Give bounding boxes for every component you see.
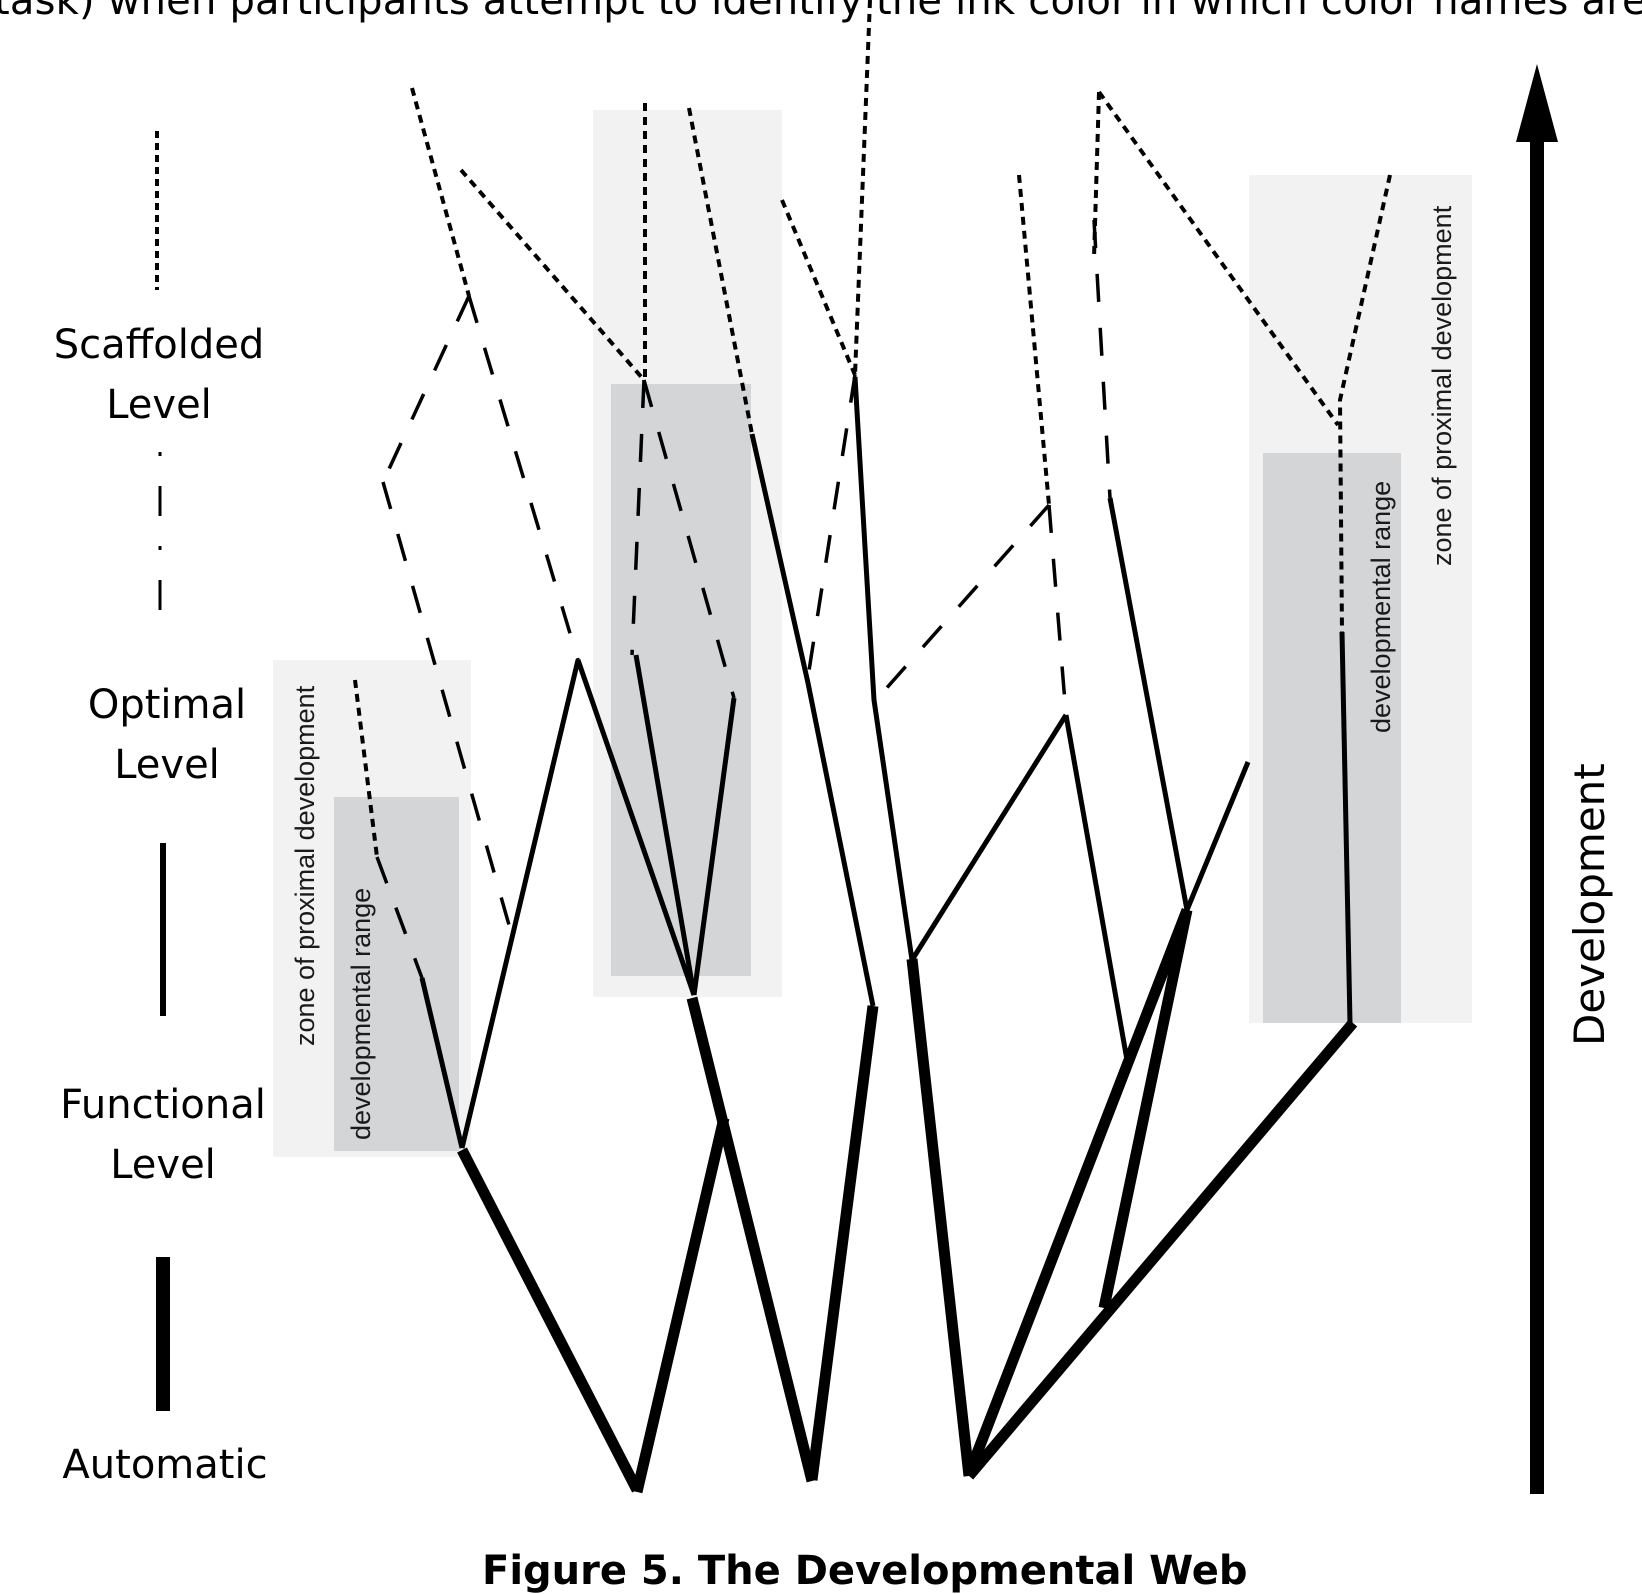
strand-functional [633, 654, 697, 996]
strand-automatic [631, 1116, 730, 1494]
automatic-level-label: Automatic [62, 1442, 267, 1488]
strand-optimal [630, 379, 646, 656]
optimal-level-label-1: Optimal [88, 682, 246, 728]
strand-scaffolded [1092, 91, 1101, 259]
scaffolded-strands [353, 0, 1392, 858]
strand-scaffolded [459, 168, 646, 382]
strand-functional [1184, 761, 1251, 911]
strand-automatic [457, 1147, 642, 1493]
strand-functional [691, 697, 737, 996]
strand-optimal [874, 503, 1051, 702]
strand-optimal [375, 856, 424, 979]
strand-scaffolded [1338, 174, 1392, 633]
optimal-strands [375, 219, 1112, 979]
strand-optimal [381, 481, 513, 933]
center-developmental-range [611, 384, 751, 976]
arrow-up-icon [1516, 64, 1558, 142]
strand-functional [852, 376, 915, 961]
strand-automatic [964, 1019, 1358, 1480]
strand-scaffolded [410, 87, 471, 297]
shaded-regions [273, 110, 1472, 1157]
development-axis: Development [1516, 64, 1614, 1494]
strand-scaffolded [780, 199, 857, 376]
strand-automatic [963, 908, 1193, 1476]
strand-functional [459, 659, 581, 1149]
left-zpd-label: zone of proximal development [290, 685, 320, 1046]
strand-functional [575, 659, 697, 996]
right-developmental-range-label: developmental range [1366, 481, 1396, 733]
figure-caption: Figure 5. The Developmental Web [482, 1548, 1248, 1594]
strand-scaffolded [1097, 90, 1340, 427]
right-zpd-label: zone of proximal development [1427, 205, 1457, 566]
left-developmental-range [334, 797, 459, 1151]
strand-scaffolded [1017, 174, 1051, 506]
strand-automatic [1098, 908, 1193, 1310]
strand-scaffolded [853, 0, 872, 376]
strand-functional [1339, 631, 1353, 1024]
strand-scaffolded [353, 679, 379, 858]
strand-functional [1107, 497, 1190, 911]
functional-level-label-2: Level [110, 1142, 216, 1188]
strand-optimal [1092, 219, 1112, 499]
strand-optimal [642, 379, 736, 699]
preceding-body-text: task) when participants attempt to ident… [0, 0, 1642, 24]
scaffolded-level-label-1: Scaffolded [54, 322, 264, 368]
strand-functional [749, 433, 876, 1007]
level-legend: Scaffolded Level Optimal Level Functiona… [54, 131, 268, 1488]
optimal-level-label-2: Level [114, 742, 220, 788]
strand-functional [909, 713, 1069, 962]
scaffolded-level-label-2: Level [106, 382, 212, 428]
strand-functional [419, 977, 465, 1149]
right-developmental-range [1263, 453, 1401, 1023]
strand-optimal [467, 295, 580, 661]
development-axis-label: Development [1565, 763, 1614, 1046]
strand-functional [1063, 714, 1130, 1061]
left-developmental-range-label: developmental range [346, 888, 376, 1140]
strand-optimal [804, 374, 857, 691]
region-labels: zone of proximal development development… [290, 205, 1457, 1140]
automatic-strands [457, 908, 1358, 1494]
strand-optimal [381, 295, 471, 483]
strand-automatic [906, 958, 975, 1477]
strand-optimal [1047, 504, 1068, 716]
functional-strands [419, 376, 1353, 1149]
web-strands [353, 0, 1392, 1494]
functional-level-label-1: Functional [60, 1082, 266, 1128]
strand-automatic [806, 1005, 879, 1481]
strand-automatic [686, 996, 818, 1483]
